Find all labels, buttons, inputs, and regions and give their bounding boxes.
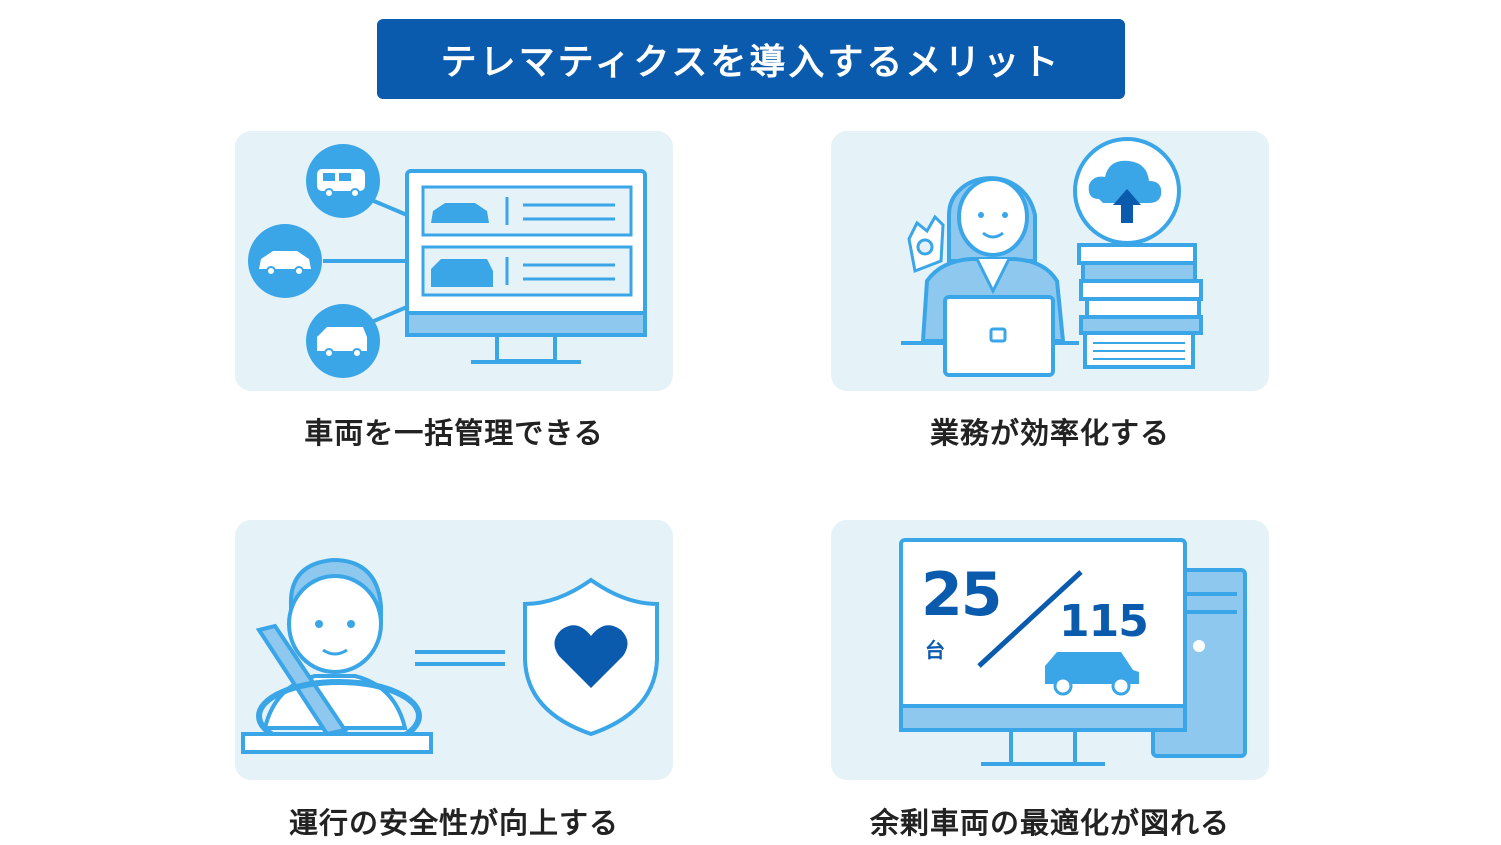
caption-optimization: 余剰車両の最適化が図れる — [869, 806, 1230, 840]
monitor — [405, 169, 647, 364]
efficiency-illustration — [901, 137, 1203, 377]
vehicle-circle-minivan — [306, 304, 380, 378]
vehicle-icon — [1045, 652, 1139, 696]
caption-efficiency: 業務が効率化する — [929, 416, 1170, 450]
card-efficiency — [831, 131, 1269, 391]
cloud-upload-icon — [1073, 137, 1181, 267]
page-title: テレマティクスを導入するメリット — [440, 42, 1062, 83]
caption-fleet-management: 車両を一括管理できる — [304, 416, 604, 450]
vehicle-circle-van — [306, 144, 380, 218]
shield-heart-icon — [523, 577, 659, 737]
vehicle-count-unit: 台 — [925, 638, 945, 662]
document-stack — [1077, 243, 1203, 369]
optimization-illustration — [899, 538, 1247, 766]
card-safety — [235, 520, 673, 780]
vehicle-count-total: 115 — [1059, 596, 1149, 647]
driver — [241, 557, 433, 754]
laptop-icon — [901, 295, 1079, 377]
vehicle-count-used: 25 — [921, 560, 1002, 630]
caption-safety: 運行の安全性が向上する — [288, 806, 619, 840]
title-banner: テレマティクスを導入するメリット — [377, 19, 1125, 99]
card-optimization: 25 台 115 — [831, 520, 1269, 780]
safety-illustration — [241, 557, 659, 754]
vehicle-circle-car — [248, 224, 322, 298]
equals-sign — [415, 650, 505, 666]
fleet-management-illustration — [248, 144, 647, 378]
card-fleet-management — [235, 131, 673, 391]
